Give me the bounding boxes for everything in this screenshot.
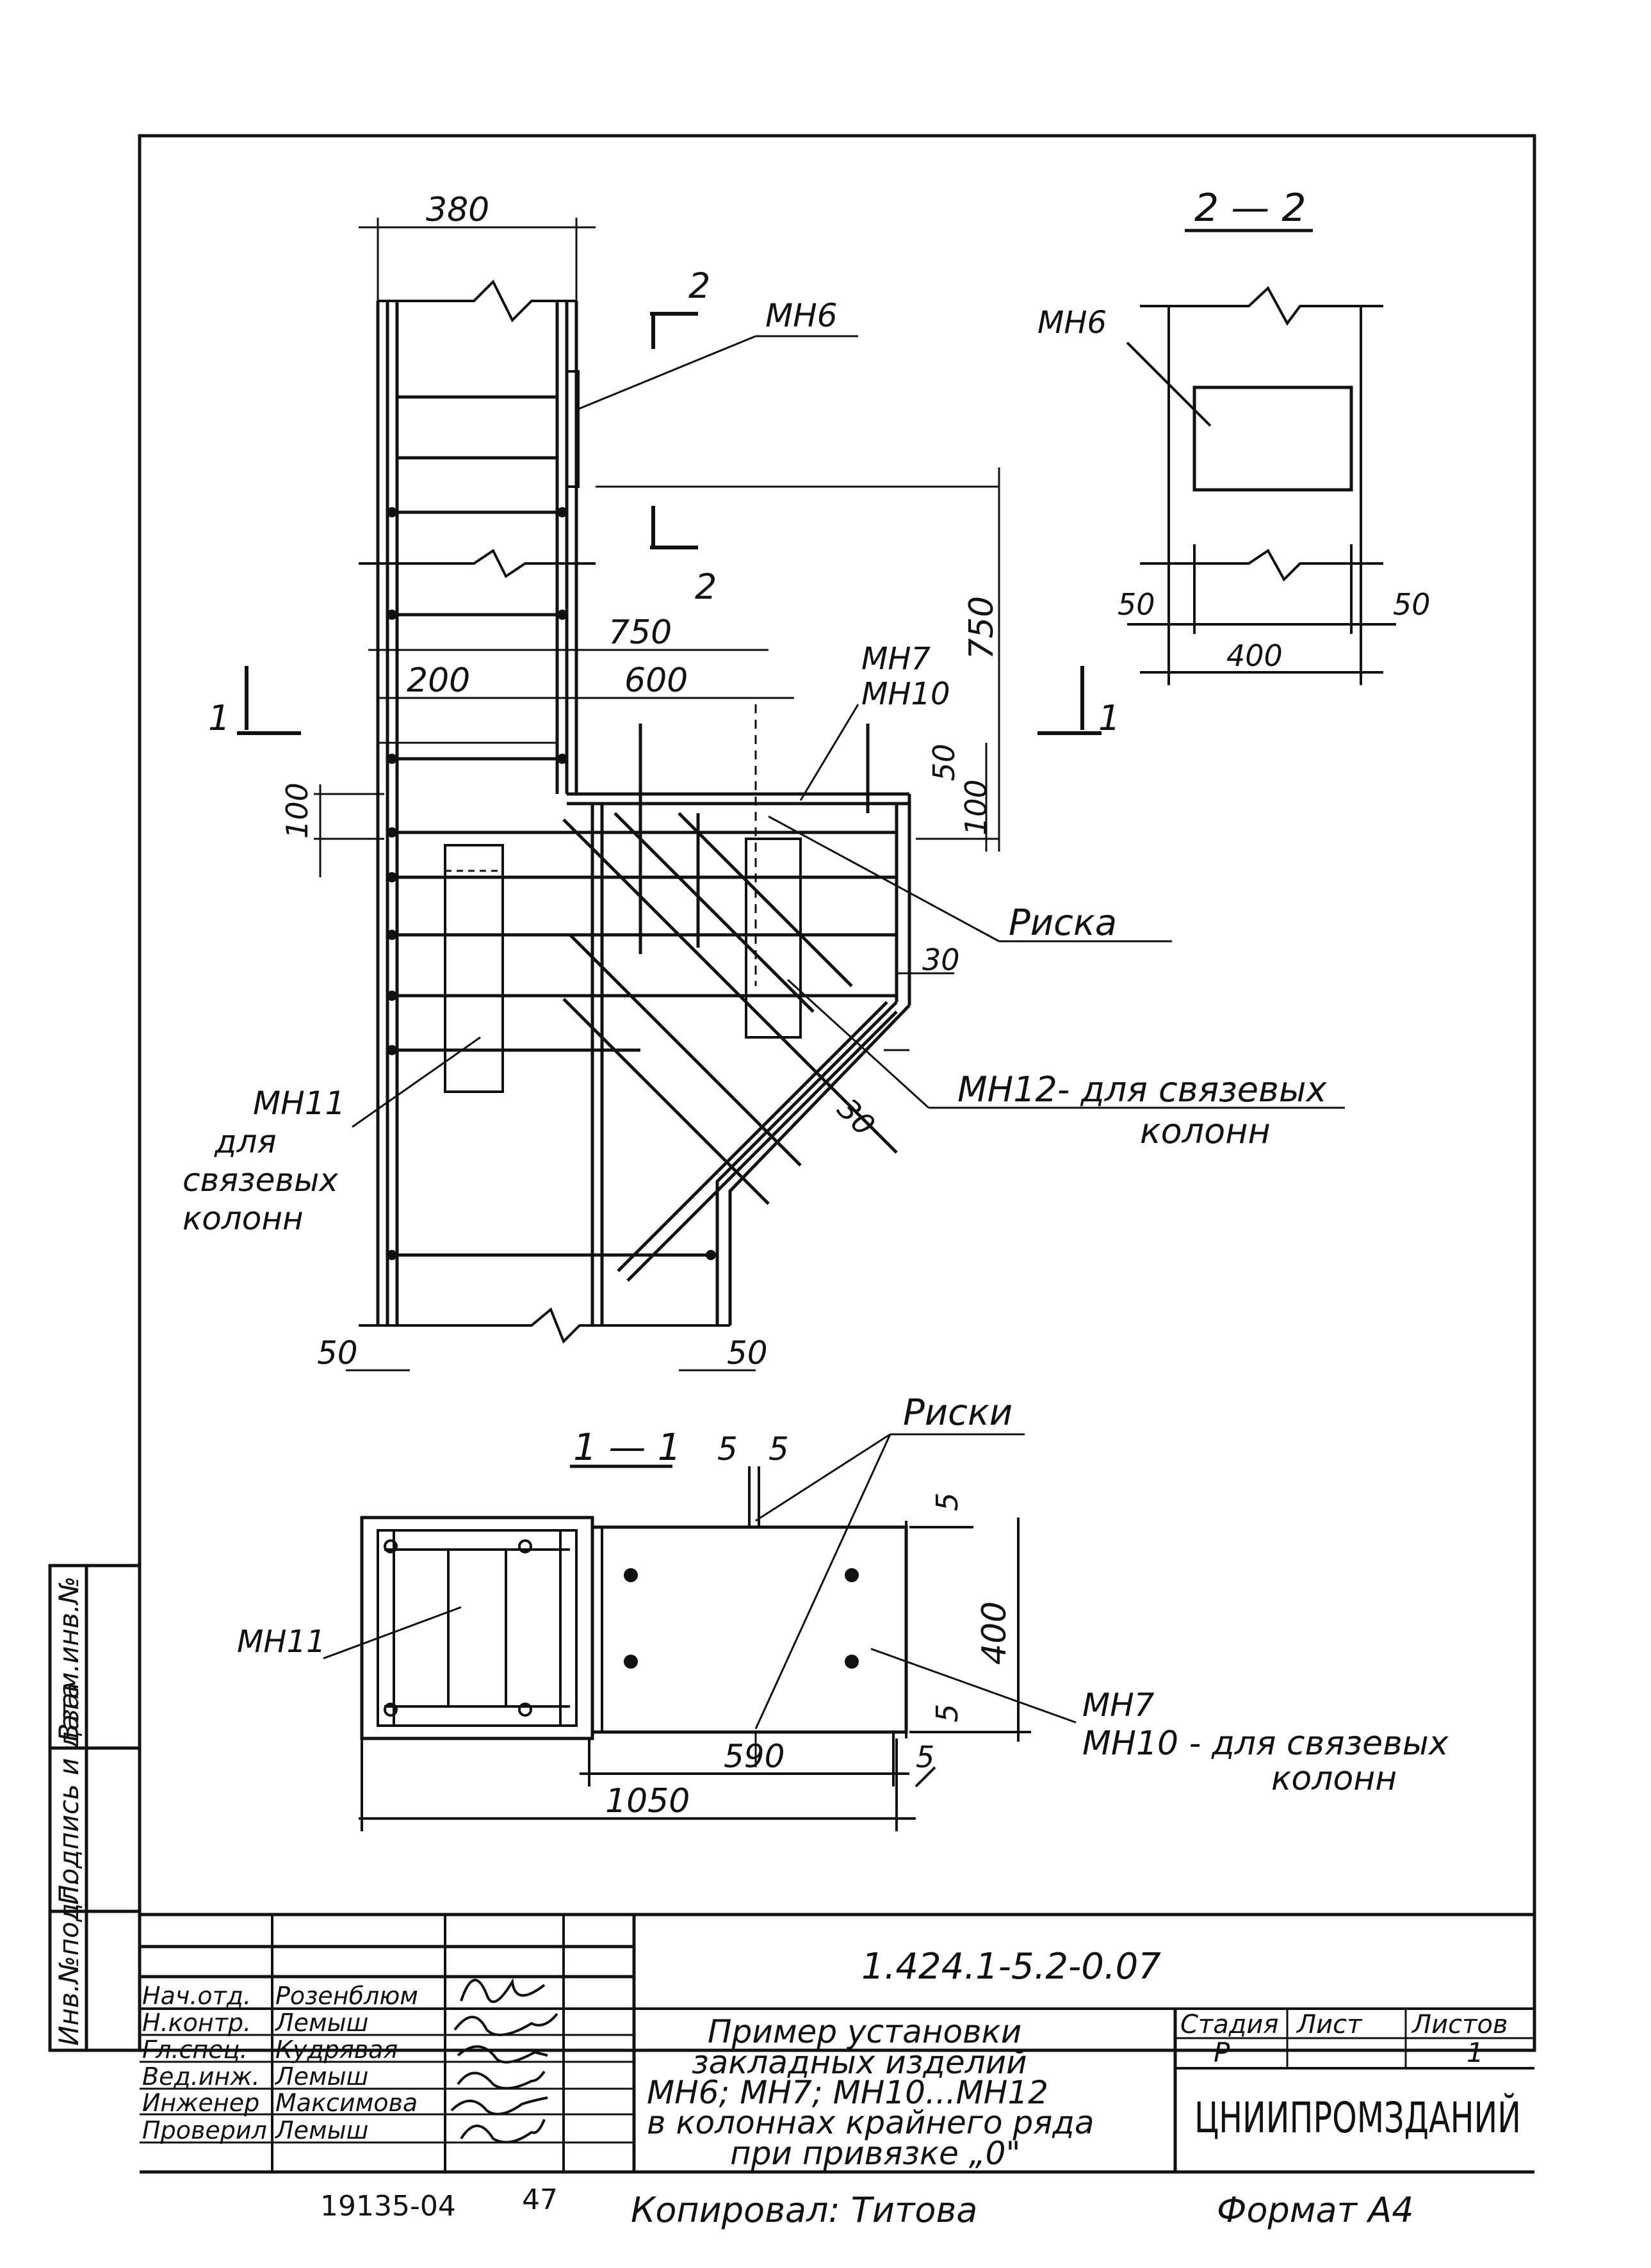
section-2-2-dim-400: 400 [1226, 638, 1283, 673]
title-code: 1.424.1-5.2-0.07 [861, 1946, 1161, 1988]
section-1-1 [359, 1464, 1031, 1831]
section-1-1-label-mh10-b: колонн [1271, 1760, 1397, 1798]
sheet-frame [138, 134, 1536, 2052]
sheet-header: Лист [1296, 2010, 1363, 2039]
section-1-1-leaders [323, 1433, 1077, 1729]
dim-30-a: 30 [922, 943, 960, 977]
section-2-2-dim-50-left: 50 [1118, 587, 1155, 622]
label-mh12: МН12- для связевых [957, 1069, 1327, 1110]
dim-750-horizontal: 750 [608, 613, 672, 652]
dim-50-bottom-right: 50 [727, 1334, 768, 1372]
dim-100-left: 100 [280, 782, 314, 839]
role-name-2: Лемыш [274, 2009, 368, 2037]
dim-750-vertical: 750 [963, 596, 1001, 660]
role-6: Проверил [142, 2116, 267, 2144]
label-mh11: МН11 [253, 1085, 345, 1122]
section-1-1-label-mh7: МН7 [1082, 1687, 1155, 1724]
column-elevation [359, 279, 911, 1344]
section-2-2-dim-50-right: 50 [1393, 587, 1431, 622]
section-1-1-title: 1 — 1 [573, 1425, 681, 1469]
label-mh7: МН7 [861, 641, 931, 677]
section-1-1-dim-5-vertical: 5 [930, 1493, 964, 1511]
title-line-5: при привязке „0" [730, 2135, 1020, 2172]
dim-50-vertical: 50 [927, 743, 961, 781]
section-1-1-dim-1050: 1050 [605, 1782, 690, 1820]
dim-100-vertical: 100 [959, 779, 993, 836]
footer-copied: Копировал: Титова [631, 2190, 977, 2230]
section-1-1-dim-5-horizontal: 5 [916, 1740, 934, 1774]
role-name-5: Максимова [275, 2089, 418, 2117]
dim-380: 380 [426, 191, 489, 229]
cut-2-top: 2 [688, 266, 710, 306]
section-1-1-label-riski: Риски [903, 1392, 1013, 1434]
section-1-1-dim-5a: 5 [717, 1430, 738, 1468]
section-2-2-label-mh6: МН6 [1037, 305, 1107, 341]
organization-name: ЦНИИПРОМЗДАНИЙ [1194, 2093, 1521, 2142]
section-1-1-bolts [384, 1539, 859, 1717]
section-1-1-label-mh10: МН10 - для связевых [1082, 1724, 1449, 1763]
cut-1-right: 1 [1098, 698, 1120, 738]
role-name-1: Розенблюм [275, 1982, 418, 2010]
label-mh12-b: колонн [1140, 1111, 1271, 1151]
sheets-header: Листов [1411, 2010, 1508, 2039]
role-name-4: Лемыш [274, 2062, 368, 2091]
label-riska: Риска [1009, 902, 1117, 944]
footer-page: 47 [522, 2183, 558, 2216]
role-1: Нач.отд. [142, 1982, 251, 2010]
label-mh11-d: колонн [183, 1200, 304, 1237]
label-mh6: МН6 [765, 297, 838, 334]
roles-table: Нач.отд. Розенблюм Н.контр. Лемыш Гл.спе… [142, 1982, 418, 2144]
side-stamp-vzam: Взам.инв.№ [53, 1576, 85, 1742]
dim-50-bottom-left: 50 [317, 1334, 358, 1372]
cut-2-bottom: 2 [695, 567, 717, 607]
title-block [140, 1913, 1534, 2174]
footer-format: Формат А4 [1217, 2190, 1414, 2230]
section-1-1-dim-5-vertical-2: 5 [930, 1704, 964, 1722]
title-line-1: Пример установки [708, 2013, 1021, 2050]
section-1-1-label-mh11: МН11 [237, 1624, 326, 1660]
sheets-value: 1 [1467, 2037, 1484, 2068]
role-name-6: Лемыш [274, 2116, 368, 2144]
dim-600: 600 [624, 661, 688, 700]
side-stamp-podpis: Подпись и дата [53, 1682, 85, 1905]
section-2-2 [1126, 229, 1396, 685]
signatures [450, 1978, 558, 2144]
title-line-4: в колоннах крайнего ряда [647, 2104, 1094, 2141]
label-mh11-c: связевых [183, 1162, 338, 1199]
role-5: Инженер [142, 2089, 259, 2117]
footer-number: 19135-04 [320, 2190, 456, 2223]
cut-1-left: 1 [208, 698, 230, 738]
title-line-2: закладных изделий [692, 2044, 1027, 2081]
section-1-1-dim-400: 400 [975, 1601, 1014, 1665]
dim-30-b: 30 [831, 1092, 882, 1143]
label-mh11-b: для [214, 1123, 277, 1160]
role-name-3: Кудрявая [275, 2036, 398, 2064]
section-1-1-dim-5b: 5 [769, 1430, 789, 1468]
dim-200: 200 [407, 661, 470, 700]
title-line-3: МН6; МН7; МН10...МН12 [647, 2074, 1048, 2111]
side-stamp [48, 1564, 142, 2052]
section-cut-markers [237, 312, 1102, 735]
side-stamp-inv: Инв.№подл. [53, 1877, 85, 2046]
role-2: Н.контр. [142, 2009, 251, 2037]
role-3: Гл.спец. [142, 2036, 248, 2064]
leader-lines [352, 335, 1345, 1128]
section-1-1-dim-590: 590 [724, 1738, 785, 1775]
label-mh10: МН10 [861, 676, 950, 712]
role-4: Вед.инж. [142, 2062, 260, 2091]
section-2-2-title: 2 — 2 [1194, 186, 1306, 231]
elevation-dimensions [314, 218, 1000, 1372]
stage-value: Р [1214, 2037, 1230, 2068]
stage-header: Стадия [1180, 2010, 1278, 2039]
